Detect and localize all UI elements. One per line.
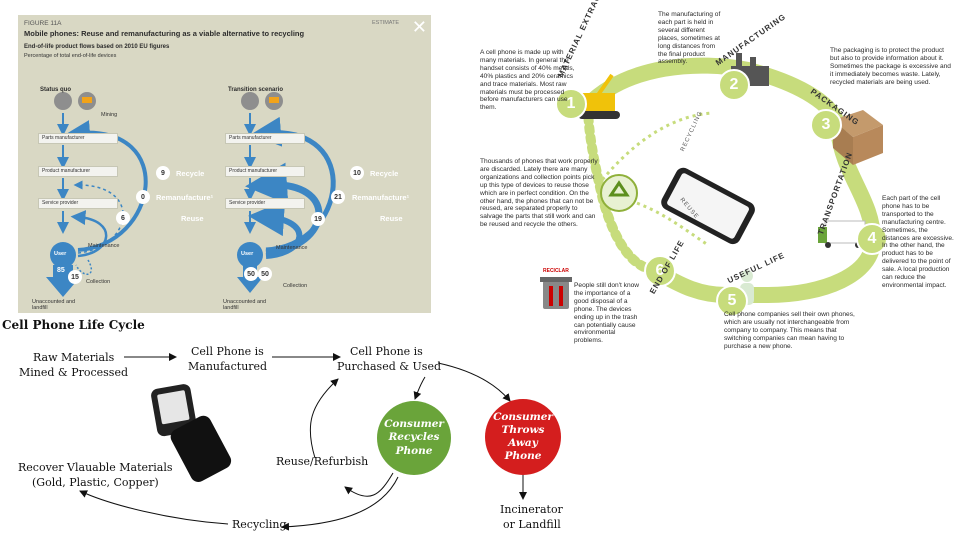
sq-reuse-value: 6 [116, 211, 130, 225]
stage-2-number: 2 [718, 69, 750, 101]
tr-maintenance-label: Maintenance [276, 245, 308, 251]
throws-l1: Consumer [493, 410, 553, 423]
figure-estimate: ESTIMATE [372, 20, 400, 26]
packaging-text: The packaging is to protect the product … [830, 47, 951, 86]
useful-text: Cell phone companies sell their own phon… [724, 311, 855, 350]
tr-parts-box: Parts manufacturer [225, 133, 305, 144]
sq-collection-label: Collection [86, 279, 111, 285]
tr-reman-label: Remanufacture¹ [352, 193, 410, 202]
tr-collection-label: Collection [283, 283, 308, 289]
consumer-throws-circle: Consumer Throws Away Phone [485, 399, 561, 475]
figure-note: Percentage of total end-of-life devices [24, 53, 117, 59]
recover-l2: (Gold, Plastic, Copper) [32, 476, 159, 489]
recover-l1: Recover Vlauable Materials [18, 461, 173, 474]
raw-materials-l2: Mined & Processed [19, 366, 128, 379]
recycles-l1: Consumer [384, 418, 444, 431]
sq-maintenance-label: Maintenance [88, 243, 120, 249]
tr-recycle-value: 10 [350, 166, 364, 180]
recycles-l2: Recycles [388, 431, 440, 444]
purchased-l2: Purchased & Used [337, 360, 441, 373]
incinerator-l1: Incinerator [500, 503, 563, 516]
close-icon[interactable]: ✕ [411, 17, 427, 38]
tr-user-label: User [241, 251, 254, 257]
stage-4-number: 4 [856, 223, 888, 255]
recycles-l3: Phone [395, 444, 433, 457]
figure-flow-arrows [46, 92, 336, 297]
tr-service-box: Service provider [225, 198, 305, 209]
manufactured-l1: Cell Phone is [191, 345, 264, 358]
sq-maint-value: 15 [68, 270, 82, 284]
sq-reman-label: Remanufacture¹ [156, 193, 214, 202]
figure-subtitle: End-of-life product flows based on 2010 … [24, 44, 170, 50]
sq-parts-box: Parts manufacturer [38, 133, 118, 144]
recycling-text: Thousands of phones that work properly a… [480, 158, 598, 229]
tr-user-value-b: 50 [258, 267, 272, 281]
sq-recycle-value: 9 [156, 166, 170, 180]
tr-recycle-label: Recycle [370, 169, 399, 178]
raw-materials-l1: Raw Materials [33, 351, 115, 364]
stage-3-number: 3 [810, 109, 842, 141]
sq-product-box: Product manufacturer [38, 166, 118, 177]
eol-text: People still don't know the importance o… [574, 282, 640, 345]
status-quo-heading: Status quo [40, 87, 71, 93]
sq-landfill-label: Unaccounted and landfill [32, 299, 76, 311]
tr-user-value-a: 50 [244, 267, 258, 281]
consumer-recycles-circle: Consumer Recycles Phone [377, 401, 451, 475]
extraction-text: A cell phone is made up with many materi… [480, 49, 575, 112]
cell-phone-life-cycle-flow: Cell Phone Life Cycle Raw Materials Mine… [0, 315, 600, 540]
purchased-l1: Cell Phone is [350, 345, 423, 358]
figure-tag: FIGURE 11A [24, 20, 62, 27]
manufactured-l2: Manufactured [188, 360, 268, 373]
sq-mining-label: Mining [101, 112, 118, 118]
throws-l2: Throws Away [501, 423, 545, 449]
sq-user-label: User [54, 251, 67, 257]
figure-title: Mobile phones: Reuse and remanufacturing… [24, 29, 305, 38]
tr-reman-value: 21 [331, 190, 345, 204]
sq-user-value: 85 [57, 267, 65, 274]
manufacturing-text: The manufacturing of each part is held i… [658, 11, 721, 66]
stage-5-number: 5 [716, 285, 748, 317]
reuse-refurbish-label: Reuse/Refurbish [276, 455, 369, 468]
flow-title: Cell Phone Life Cycle [2, 318, 145, 332]
figure-11a-panel: FIGURE 11A ESTIMATE ✕ Mobile phones: Reu… [18, 15, 431, 313]
tr-reuse-value: 19 [311, 212, 325, 226]
flow-arrows [79, 353, 527, 531]
stage-6-number: 6 [644, 255, 676, 287]
tr-landfill-label: Unaccounted and landfill [223, 299, 267, 311]
transition-heading: Transition scenario [228, 87, 284, 93]
incinerator-l2: or Landfill [503, 518, 561, 531]
sq-recycle-label: Recycle [176, 169, 205, 178]
stage-1-number: 1 [555, 88, 587, 120]
sq-reman-value: 0 [136, 190, 150, 204]
transport-text: Each part of the cell phone has to be tr… [882, 195, 954, 289]
recycling-label: Recycling [232, 518, 287, 531]
life-cycle-infographic: 1 2 3 4 5 6 MATERIAL EXTRACTION MANUFACT… [478, 0, 960, 370]
bin-label: RECICLAR [543, 268, 569, 274]
sq-service-box: Service provider [38, 198, 118, 209]
sq-reuse-label: Reuse [181, 214, 204, 223]
throws-l3: Phone [504, 450, 542, 463]
tr-reuse-label: Reuse [380, 214, 403, 223]
tr-product-box: Product manufacturer [225, 166, 305, 177]
